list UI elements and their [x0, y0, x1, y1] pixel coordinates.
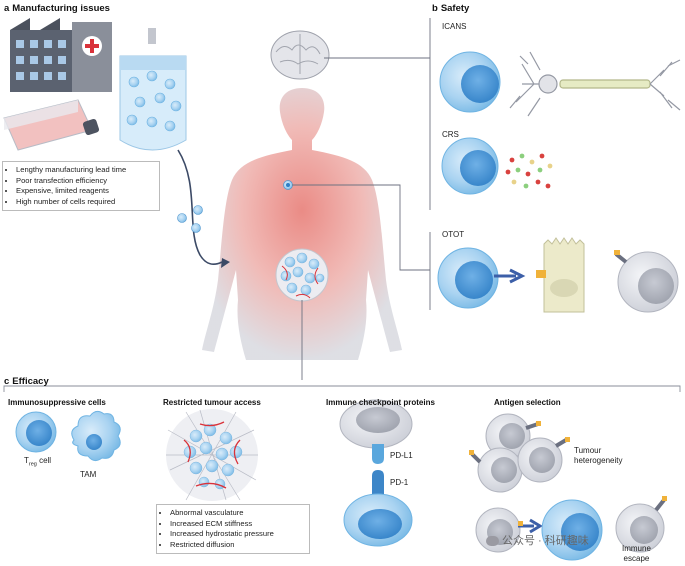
immune-escape-line-2: escape — [623, 554, 650, 563]
antigen-selection-title: Antigen selection — [494, 398, 561, 407]
list-item: Poor transfection efficiency — [16, 176, 153, 187]
tumour-heterogeneity-line-1: Tumour — [574, 446, 602, 455]
transfer-arrow — [177, 149, 230, 268]
human-body — [202, 88, 402, 360]
abdomen-tumour — [275, 248, 329, 302]
culture-flask-icon — [3, 99, 100, 151]
list-item: Increased ECM stiffness — [170, 519, 303, 530]
treg-label-suffix: cell — [36, 456, 52, 465]
tumour-access-list: Abnormal vasculature Increased ECM stiff… — [156, 504, 310, 554]
treg-cell — [15, 411, 57, 453]
efficacy-divider — [3, 385, 681, 392]
checkpoint-title: Immune checkpoint proteins — [326, 398, 435, 407]
crs-car-t-cell — [441, 137, 499, 195]
immune-escape-label: Immune escape — [622, 544, 651, 564]
infusion-bag-icon — [119, 28, 187, 151]
watermark: 公众号 · 科研趣味 — [486, 532, 589, 548]
treg-label-sub: reg — [28, 461, 37, 468]
list-item: Increased hydrostatic pressure — [170, 529, 303, 540]
tumour-access-title: Restricted tumour access — [163, 398, 261, 407]
immunosuppressive-title: Immunosuppressive cells — [8, 398, 106, 407]
safety-connectors — [292, 18, 431, 380]
watermark-text: 公众号 · 科研趣味 — [502, 535, 589, 547]
torso-car-t-cell — [283, 180, 293, 190]
tumour-ecm-mass — [166, 409, 258, 501]
cytokine-dots — [505, 153, 553, 189]
otot-tumour-cell — [614, 250, 679, 313]
otot-car-t-cell — [437, 247, 526, 309]
panel-b-title-text: Safety — [440, 3, 470, 14]
wechat-icon — [486, 536, 499, 547]
tumour-heterogeneity-label: Tumour heterogeneity — [574, 446, 622, 466]
checkpoint-tumour-cell — [339, 399, 413, 449]
otot-label: OTOT — [442, 230, 465, 239]
tumour-heterogeneity-line-2: heterogeneity — [574, 456, 623, 465]
tam-label: TAM — [80, 470, 97, 479]
heterogeneous-tumour-cells — [469, 413, 570, 493]
factory-icon — [10, 18, 112, 92]
immune-escape-line-1: Immune — [622, 544, 651, 553]
panel-a-title-text: Manufacturing issues — [12, 3, 110, 14]
list-item: Abnormal vasculature — [170, 508, 303, 519]
list-item: Restricted diffusion — [170, 540, 303, 551]
panel-b-letter: b — [432, 3, 438, 14]
tam-cell — [71, 410, 121, 462]
list-item: Expensive, limited reagents — [16, 186, 153, 197]
checkpoint-car-t-cell — [343, 493, 413, 547]
pdl1-label: PD-L1 — [390, 451, 413, 460]
icans-car-t-cell — [439, 51, 501, 113]
list-item: High number of cells required — [16, 197, 153, 208]
panel-c-letter: c — [4, 376, 10, 387]
treg-label-main: T — [24, 456, 29, 465]
pdl1-pd1-interaction — [372, 444, 384, 494]
pd1-label: PD-1 — [390, 478, 409, 487]
treg-label: Treg cell — [24, 456, 51, 468]
panel-c-title-text: Efficacy — [12, 376, 49, 387]
neuron-icon — [509, 51, 681, 117]
healthy-tissue-cell — [536, 237, 585, 313]
panel-a-letter: a — [4, 3, 10, 14]
crs-label: CRS — [442, 130, 459, 139]
manufacturing-issues-list: Lengthy manufacturing lead time Poor tra… — [2, 161, 160, 211]
icans-label: ICANS — [442, 22, 467, 31]
brain-icon — [270, 30, 330, 80]
list-item: Lengthy manufacturing lead time — [16, 165, 153, 176]
